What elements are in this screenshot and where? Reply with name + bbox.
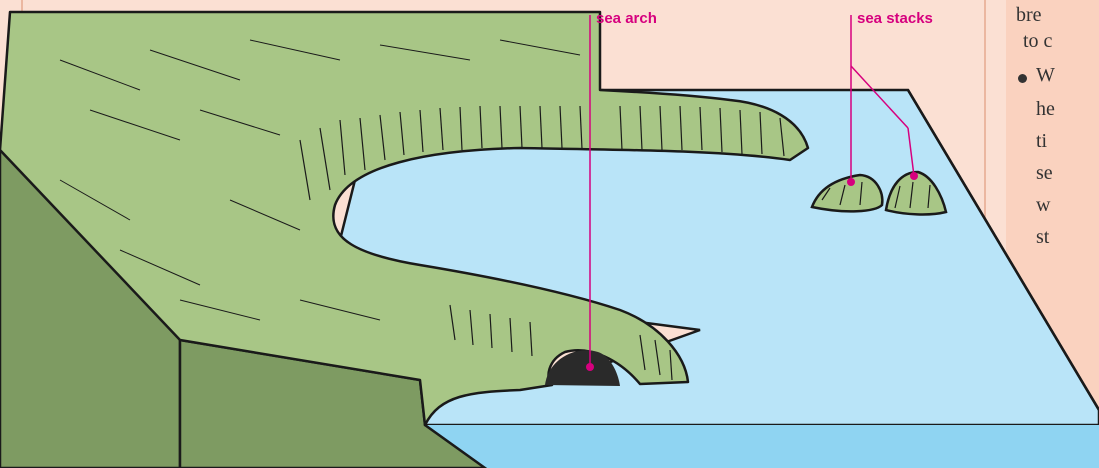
sidebar-text-line-8: st — [1036, 226, 1049, 249]
sea-stack-marker-2 — [910, 172, 918, 180]
sidebar-text-line-3: W — [1036, 64, 1055, 87]
sidebar-text-line-5: ti — [1036, 130, 1047, 153]
sidebar-text-line-7: w — [1036, 194, 1050, 217]
sea-arch-label: sea arch — [596, 10, 657, 27]
sea-arch-marker — [586, 363, 594, 371]
bullet-icon — [1018, 74, 1027, 83]
sidebar-text-line-1: bre — [1016, 4, 1042, 27]
sea-stack-marker-1 — [847, 178, 855, 186]
sea-front-face — [425, 425, 1099, 468]
sidebar-text-line-4: he — [1036, 98, 1055, 121]
sidebar-text-line-6: se — [1036, 162, 1053, 185]
sidebar-text-line-2: to c — [1023, 30, 1052, 53]
sea-stacks-label: sea stacks — [857, 10, 933, 27]
